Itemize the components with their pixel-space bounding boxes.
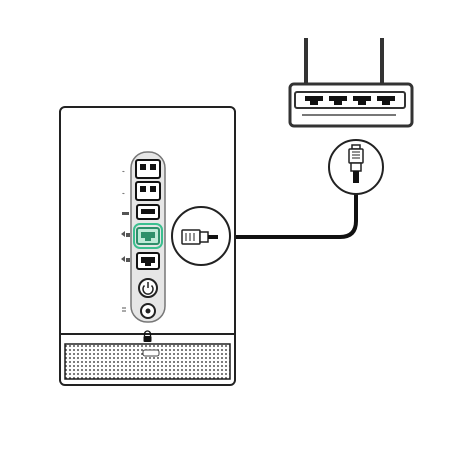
router-lan-port — [329, 96, 347, 105]
ethernet-port-icon — [121, 252, 160, 270]
router-icon — [288, 38, 414, 128]
ethernet-cable — [228, 178, 358, 239]
highlight-ring — [133, 223, 163, 249]
nas-device-icon: ⌁ ⌁ — [59, 106, 236, 386]
nas-plug-zoom — [171, 206, 231, 266]
power-button-icon — [138, 278, 158, 298]
router-antenna-left — [304, 38, 308, 90]
lock-icon — [143, 330, 152, 342]
usb-port-icon: ⌁ — [122, 159, 161, 179]
usb-port-icon: ⌁ — [122, 181, 161, 201]
ethernet-port-icon — [121, 223, 163, 249]
nas-vent-grille — [64, 343, 231, 380]
router-antenna-right — [380, 38, 384, 90]
reset-button-icon — [122, 303, 156, 319]
svg-text:⌁: ⌁ — [122, 169, 125, 175]
hdmi-port-icon — [122, 204, 160, 220]
ethernet-plug-icon — [181, 229, 218, 245]
ethernet-plug-icon — [348, 144, 364, 183]
router-plug-zoom — [328, 139, 384, 195]
router-ports — [305, 96, 395, 105]
router-lan-port — [353, 96, 371, 105]
router-lan-port — [305, 96, 323, 105]
router-lan-port — [377, 96, 395, 105]
svg-text:⌁: ⌁ — [122, 191, 125, 197]
nas-vent-clip — [142, 349, 160, 357]
router-led-bar — [302, 114, 396, 116]
